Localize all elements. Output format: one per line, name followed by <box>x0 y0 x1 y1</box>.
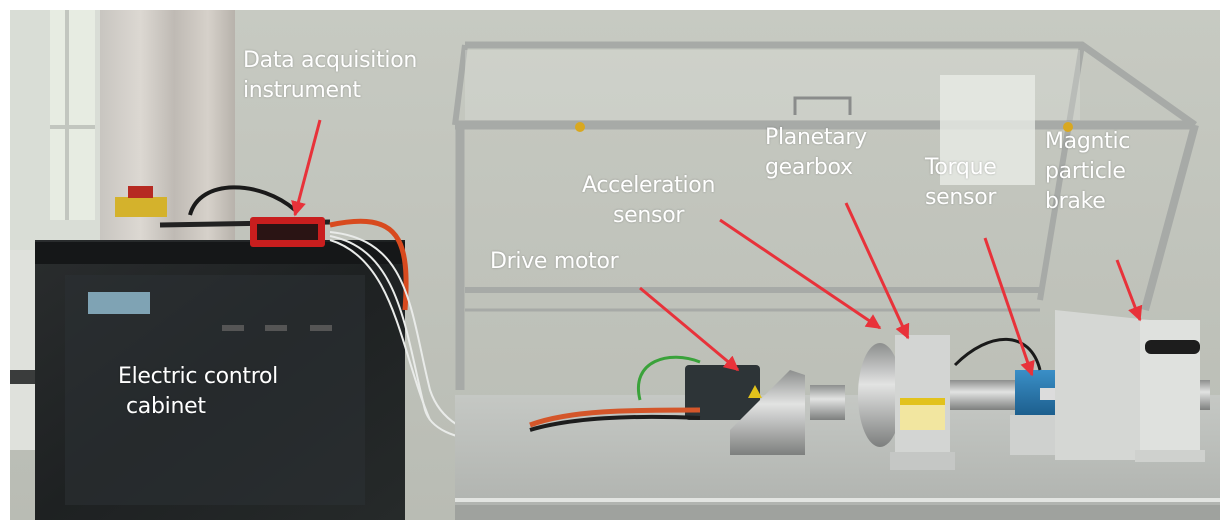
enclosure-handle <box>793 96 852 115</box>
label-line: Planetary <box>765 125 867 150</box>
arrow-torque-sensor <box>983 237 1035 377</box>
label-line: Torque <box>925 155 997 180</box>
label-line: particle <box>1045 159 1126 184</box>
emergency-stop-base <box>115 197 167 217</box>
arrow-drive-motor <box>639 286 740 372</box>
arrow-acceleration-sensor <box>719 218 882 330</box>
test-bench-photo: Data acquisition instrument Electric con… <box>10 10 1220 520</box>
magnetic-particle-brake <box>1055 310 1150 460</box>
window-pane <box>50 10 95 220</box>
planetary-gearbox <box>895 335 950 460</box>
label-line: instrument <box>243 78 361 103</box>
label-magnetic-particle-brake: Magntic particle brake <box>1045 127 1130 217</box>
arrow-magnetic-brake <box>1115 259 1143 322</box>
label-drive-motor: Drive motor <box>490 247 619 277</box>
label-line: sensor <box>925 185 997 210</box>
coupling <box>810 385 845 420</box>
label-line: Electric control <box>118 364 278 389</box>
drive-motor <box>685 365 760 420</box>
label-planetary-gearbox: Planetary gearbox <box>765 123 867 183</box>
motor-mount <box>730 370 805 455</box>
label-acceleration-sensor: Acceleration sensor <box>582 171 715 231</box>
label-line: sensor <box>613 203 685 228</box>
label-line: Data acquisition <box>243 48 418 73</box>
label-line: Drive motor <box>490 249 619 274</box>
label-line: cabinet <box>126 394 206 419</box>
scene-illustration <box>10 10 1220 520</box>
arrow-planetary-gearbox <box>844 202 910 340</box>
label-line: Magntic <box>1045 129 1131 154</box>
label-data-acquisition-instrument: Data acquisition instrument <box>243 46 417 106</box>
arrow-data-acquisition <box>291 119 322 217</box>
label-line: Acceleration <box>582 173 716 198</box>
emergency-stop-button <box>128 186 153 198</box>
label-line: brake <box>1045 189 1106 214</box>
cabinet-nameplate <box>88 292 150 314</box>
gearbox-flange <box>858 343 902 447</box>
label-line: gearbox <box>765 155 853 180</box>
label-torque-sensor: Torque sensor <box>925 153 997 213</box>
label-electric-control-cabinet: Electric control cabinet <box>118 362 278 422</box>
annotation-arrows <box>291 119 1143 377</box>
